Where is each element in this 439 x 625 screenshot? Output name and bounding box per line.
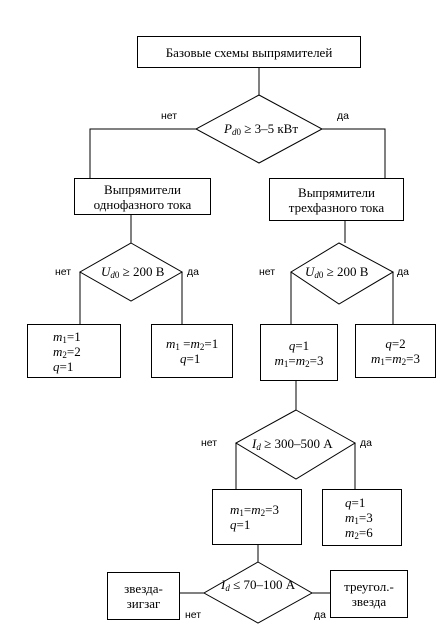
single-phase-box: Выпрямители однофазного тока (74, 178, 211, 215)
decision-voltage-three (290, 242, 395, 305)
decision-power (194, 94, 324, 164)
current-yes-box: q=1 m1=3 m2=6 (322, 489, 402, 546)
label-no: нет (185, 609, 202, 621)
label-yes: да (360, 437, 372, 449)
decision-voltage-three-text: Ud0 ≥ 200 В (305, 264, 369, 280)
label-yes: да (397, 266, 409, 278)
label-yes: да (187, 266, 199, 278)
decision-current-high-text: Id ≥ 300–500 А (252, 436, 333, 452)
decision-current-low-text: Id ≤ 70–100 А (221, 577, 296, 593)
label-no: нет (161, 110, 178, 122)
label-no: нет (201, 437, 218, 449)
decision-power-text: Pd0 ≥ 3–5 кВт (224, 121, 299, 137)
decision-voltage-single (78, 242, 184, 302)
title-box: Базовые схемы выпрямителей (137, 36, 361, 68)
decision-current-high (234, 409, 356, 480)
label-no: нет (259, 266, 276, 278)
three-phase-yes-box: q=2 m1=m2=3 (355, 324, 436, 378)
decision-voltage-single-text: Ud0 ≥ 200 В (101, 264, 165, 280)
single-phase-no-box: m1=1 m2=2 q=1 (27, 324, 121, 378)
label-no: нет (55, 266, 72, 278)
decision-current-low (202, 561, 314, 624)
star-zigzag-box: звезда- зигзаг (107, 572, 180, 620)
three-phase-box: Выпрямители трехфазного тока (269, 178, 404, 221)
three-phase-no-box: q=1 m1=m2=3 (260, 324, 338, 381)
label-yes: да (337, 110, 349, 122)
single-phase-yes-box: m1 =m2=1 q=1 (151, 324, 233, 378)
delta-star-box: треугол.- звезда (330, 570, 408, 618)
label-yes: да (314, 609, 326, 621)
title-text: Базовые схемы выпрямителей (165, 44, 333, 60)
current-no-box: m1=m2=3 q=1 (212, 489, 302, 545)
